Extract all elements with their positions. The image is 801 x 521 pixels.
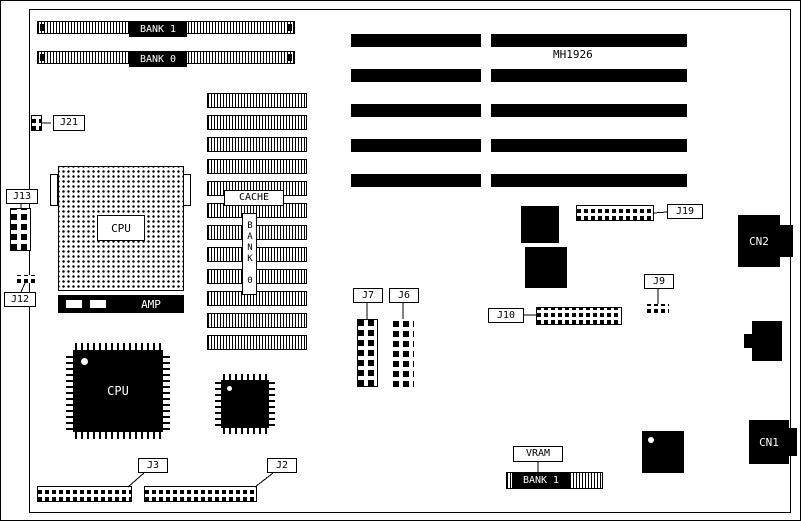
simm-clip — [40, 54, 44, 61]
expansion-slot — [491, 69, 687, 82]
bank1-bottom-label: BANK 1 — [512, 473, 570, 488]
j21-label: J21 — [53, 115, 85, 131]
cpu-socket-label: CPU — [97, 215, 145, 241]
cpu-chip-pin1-dot — [81, 358, 88, 365]
j6-label: J6 — [389, 288, 419, 303]
j3-label: J3 — [138, 458, 168, 473]
expansion-slot — [351, 104, 481, 117]
j3-header — [37, 486, 132, 502]
cpu-chip-pins-right — [163, 352, 170, 430]
j19-header — [576, 205, 654, 221]
cpu-chip-pins-top — [75, 343, 161, 350]
j10-label: J10 — [488, 308, 524, 323]
cache-slot — [207, 93, 307, 108]
din-connector — [752, 321, 782, 361]
amp-module: AMP — [58, 295, 184, 313]
expansion-slot — [491, 104, 687, 117]
j7-label: J7 — [353, 288, 383, 303]
socket-handle-right — [183, 174, 191, 206]
j21-connector — [31, 115, 42, 131]
ic-small-pins-left — [215, 382, 221, 426]
ic-small-pins-top — [223, 374, 267, 380]
j13-connector — [10, 208, 31, 251]
j19-label: J19 — [667, 204, 703, 219]
expansion-slot — [351, 34, 481, 47]
expansion-slot — [491, 34, 687, 47]
vram-label: VRAM — [513, 446, 563, 462]
ic-small-pins-bottom — [223, 428, 267, 434]
cache-slot — [207, 291, 307, 306]
j12-label: J12 — [4, 292, 36, 307]
cpu-chip-pins-left — [66, 352, 73, 430]
bank0-top-label: BANK 0 — [129, 52, 187, 67]
cache-slot — [207, 269, 307, 284]
expansion-slot — [351, 174, 481, 187]
cache-slot — [207, 115, 307, 130]
simm-clip — [288, 24, 292, 31]
ic-chip-b — [525, 247, 567, 288]
ic-chip-small-dot — [227, 386, 232, 391]
j10-header — [536, 307, 622, 325]
expansion-slot — [351, 69, 481, 82]
expansion-slot — [491, 174, 687, 187]
cpu-socket: CPU — [58, 166, 184, 291]
j9-connector — [647, 304, 669, 313]
bank1-top-label: BANK 1 — [129, 22, 187, 37]
cache-slot — [207, 159, 307, 174]
j6-connector — [393, 319, 414, 387]
j9-label: J9 — [644, 274, 674, 289]
j7-connector — [357, 319, 378, 387]
cache-slot — [207, 247, 307, 262]
cn2-connector: CN2 — [738, 215, 780, 267]
simm-clip — [40, 24, 44, 31]
amp-pad — [66, 300, 82, 308]
board-model-label: MH1926 — [553, 48, 593, 61]
din-connector-notch — [744, 334, 752, 348]
expansion-slot — [351, 139, 481, 152]
cpu-chip-pins-bottom — [75, 432, 161, 439]
cache-slot — [207, 137, 307, 152]
cache-label: CACHE — [224, 190, 284, 206]
j12-connector — [17, 275, 35, 283]
cn1-connector: CN1 — [749, 420, 789, 464]
j13-label: J13 — [6, 189, 38, 204]
j2-header — [144, 486, 257, 502]
cn2-extension — [780, 225, 793, 257]
ic-chip-bottom-right-dot — [648, 437, 654, 443]
cpu-chip: CPU — [73, 350, 163, 432]
cache-slot — [207, 225, 307, 240]
amp-pad — [90, 300, 106, 308]
bank0-vertical-label: BANK 0 — [242, 213, 257, 295]
ic-chip-a — [521, 206, 559, 243]
socket-handle-left — [50, 174, 58, 206]
expansion-slot — [491, 139, 687, 152]
cache-slot — [207, 335, 307, 350]
cache-slot — [207, 203, 307, 218]
cache-slot — [207, 313, 307, 328]
ic-small-pins-right — [269, 382, 275, 426]
j2-label: J2 — [267, 458, 297, 473]
board-outline — [29, 9, 791, 513]
cn1-extension — [789, 428, 797, 456]
amp-label: AMP — [141, 297, 161, 311]
simm-clip — [288, 54, 292, 61]
